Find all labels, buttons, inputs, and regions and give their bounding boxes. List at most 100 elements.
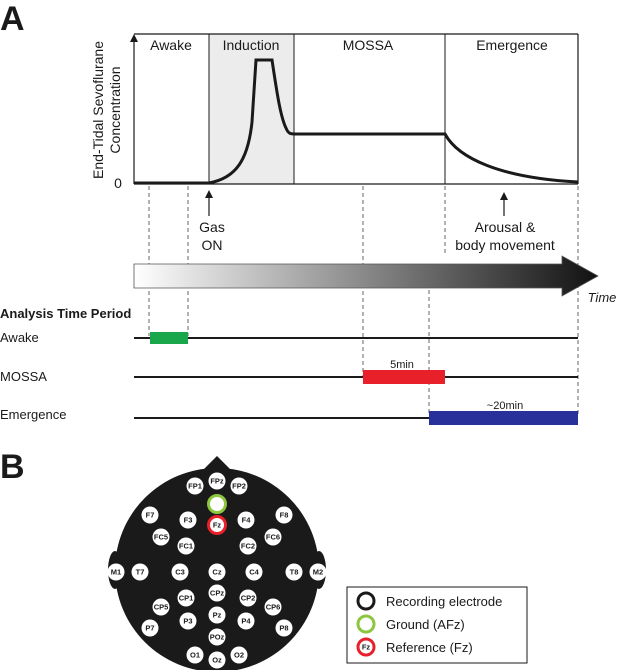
reference-electrode-fz [207,515,227,535]
gas-on-arrowhead [205,190,213,198]
electrode-label-fp2: FP2 [232,482,246,491]
electrode-fpz [208,472,226,490]
analysis-row-label-emergence: Emergence [0,407,66,422]
time-arrow-label: Time [588,290,617,305]
electrode-label-cp2: CP2 [241,594,256,603]
time-arrow [133,255,599,297]
electrode-cp2 [239,589,257,607]
electrode-label-p3: P3 [183,617,192,626]
electrode-fp1 [186,477,204,495]
legend-recording-label: Recording electrode [386,594,502,609]
legend-reference-icon-text: Fz [362,643,371,652]
electrode-t7 [131,563,149,581]
electrode-label-fpz: FPz [210,477,224,486]
analysis-row-label-mossa: MOSSA [0,369,47,384]
electrode-pz [208,606,226,624]
analysis-window-awake [150,332,188,344]
electrode-m1 [107,563,125,581]
panel-a-letter: A [0,0,25,38]
electrode-fc1 [177,537,195,555]
gas-on-label-line1: Gas [199,219,225,235]
electrode-label-fc5: FC5 [154,533,168,542]
electrode-f4 [237,511,255,529]
electrode-label-p8: P8 [279,624,288,633]
electrode-label-f7: F7 [146,511,155,520]
electrode-label-fc2: FC2 [241,542,255,551]
electrode-fp2 [230,477,248,495]
electrode-label-f8: F8 [280,511,289,520]
electrode-cp5 [152,598,170,616]
reference-electrode-label: Fz [213,521,222,530]
electrode-f8 [275,506,293,524]
electrode-p8 [275,619,293,637]
electrode-p7 [141,619,159,637]
phase-label-mossa: MOSSA [343,37,394,53]
electrode-o1 [186,646,204,664]
electrode-c4 [245,563,263,581]
electrode-o2 [230,646,248,664]
electrode-m2 [309,563,327,581]
phase-label-induction: Induction [223,37,280,53]
sevoflurane-curve [134,58,579,185]
gas-on-label-line2: ON [202,237,223,253]
phase-label-emergence: Emergence [476,37,548,53]
legend-reference-label: Reference (Fz) [386,640,473,655]
electrode-label-m1: M1 [111,568,121,577]
electrode-label-fc6: FC6 [266,533,280,542]
electrode-label-t7: T7 [136,568,145,577]
electrode-label-fp1: FP1 [188,482,202,491]
electrode-label-p4: P4 [241,617,251,626]
legend-box [346,586,528,664]
electrode-fc5 [152,528,170,546]
electrode-label-fc1: FC1 [179,542,193,551]
electrode-label-cpz: CPz [210,589,224,598]
analysis-duration-emergence: ~20min [487,400,523,412]
electrode-fc2 [239,537,257,555]
electrode-cpz [208,584,226,602]
y-axis-label-line1: End-Tidal Sevoflurane [90,41,106,179]
legend-ground-label: Ground (AFz) [386,617,465,632]
electrode-label-c4: C4 [249,568,259,577]
electrode-p3 [179,612,197,630]
y-axis-zero-label: 0 [114,175,122,191]
electrode-cp1 [177,589,195,607]
electrode-f3 [179,511,197,529]
ground-electrode-afz [207,494,227,514]
electrode-p4 [237,612,255,630]
analysis-title: Analysis Time Period [0,306,131,321]
electrode-cz [208,563,226,581]
electrode-label-m2: M2 [313,568,323,577]
y-axis-label-line2: Concentration [107,66,123,153]
electrode-poz [208,628,226,646]
electrode-label-pz: Pz [213,611,222,620]
electrode-label-poz: POz [210,633,225,642]
electrode-label-t8: T8 [290,568,299,577]
analysis-window-mossa [363,370,445,384]
electrode-oz [208,651,226,669]
electrode-label-cp6: CP6 [266,603,281,612]
panel-b-letter: B [0,448,25,486]
electrode-label-oz: Oz [212,656,222,665]
electrode-label-f3: F3 [184,516,193,525]
analysis-duration-mossa: 5min [390,359,414,371]
analysis-window-emergence [429,411,578,425]
y-axis-arrowhead [130,34,138,42]
phase-label-awake: Awake [150,37,192,53]
electrode-fc6 [264,528,282,546]
electrode-label-c3: C3 [175,568,185,577]
electrode-label-cz: Cz [212,568,221,577]
electrode-f7 [141,506,159,524]
electrode-cp6 [264,598,282,616]
electrode-c3 [171,563,189,581]
electrode-label-p7: P7 [145,624,154,633]
legend-ground-icon [356,614,376,634]
nose [203,456,231,470]
electrode-label-cp5: CP5 [154,603,169,612]
legend-reference-icon [356,637,376,657]
arousal-label-line1: Arousal & [475,219,536,235]
arousal-arrowhead [500,192,508,200]
analysis-row-label-awake: Awake [0,330,39,345]
arousal-label-line2: body movement [455,237,555,253]
